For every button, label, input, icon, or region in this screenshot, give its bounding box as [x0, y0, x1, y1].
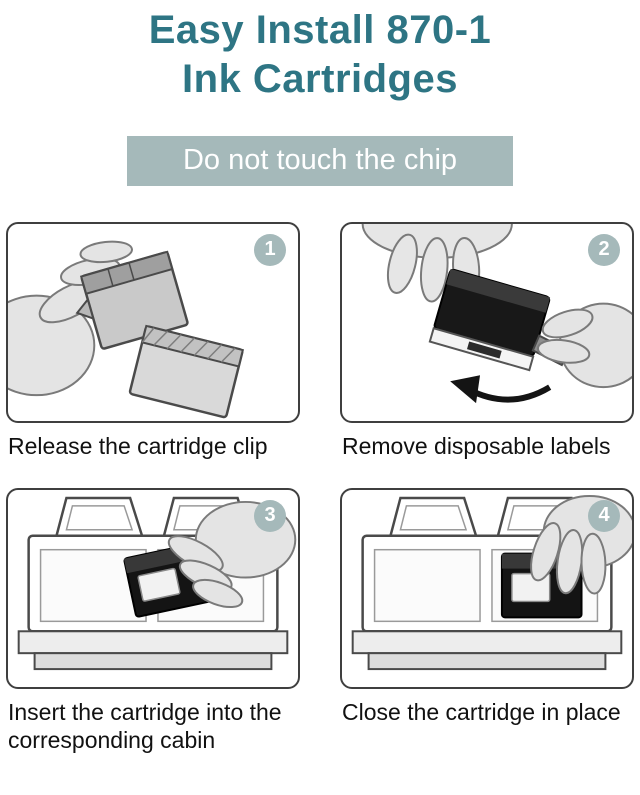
cartridge-icon — [428, 268, 570, 371]
step-2-panel: 2 — [340, 221, 634, 423]
step-3-caption: Insert the cartridge into the correspond… — [8, 698, 282, 753]
step-3-panel: 3 — [6, 487, 300, 689]
title-line-1: Easy Install 870-1 — [148, 8, 492, 52]
step-2: 2 — [340, 221, 634, 460]
step-4-illustration — [351, 494, 632, 670]
step-4-panel: 4 — [340, 487, 634, 689]
warning-banner-text: Do not touch the chip — [182, 143, 458, 176]
step-4-caption: Close the cartridge in place — [342, 698, 621, 725]
step-3: 3 — [6, 487, 300, 754]
hand-icon — [530, 494, 632, 595]
title-line-2: Ink Cartridges — [182, 56, 458, 101]
warning-banner: Do not touch the chip — [127, 135, 513, 186]
cartridge-clip-icon — [128, 324, 245, 418]
step-1-number-badge: 1 — [254, 233, 286, 266]
step-1-caption: Release the cartridge clip — [8, 432, 268, 459]
step-3-number-badge: 3 — [254, 499, 286, 532]
hand-icon — [361, 223, 513, 303]
step-2-caption: Remove disposable labels — [342, 432, 611, 459]
step-4-number-badge: 4 — [588, 499, 620, 532]
hand-icon — [536, 302, 632, 388]
arrow-icon — [450, 374, 552, 403]
step-1-panel: 1 — [6, 221, 300, 423]
step-1-illustration — [8, 240, 245, 418]
step-2-illustration — [361, 223, 632, 403]
steps-grid: 1 — [0, 221, 640, 754]
step-3-illustration — [17, 496, 297, 670]
step-1: 1 — [6, 221, 300, 460]
step-4: 4 — [340, 487, 634, 754]
step-2-number-badge: 2 — [588, 233, 620, 266]
